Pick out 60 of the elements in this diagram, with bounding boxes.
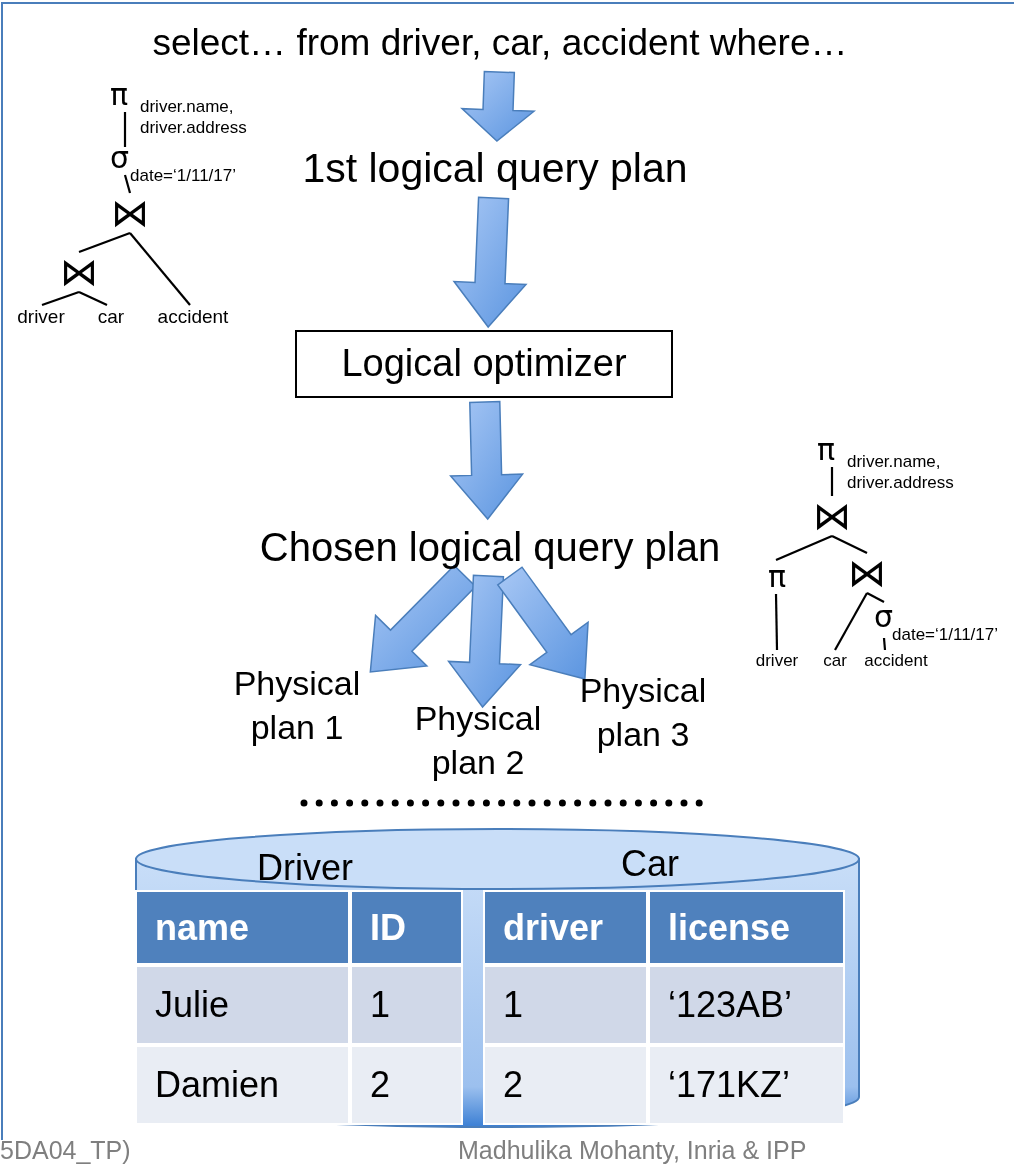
- relation-name: driver: [747, 650, 807, 672]
- tree-edge: [123, 112, 127, 147]
- table-header: name: [135, 890, 350, 965]
- process-box: Logical optimizer: [295, 330, 673, 398]
- join-operator: ⋈: [812, 496, 852, 536]
- join-operator: ⋈: [59, 252, 99, 292]
- tree-edge: [882, 637, 887, 651]
- relation-name: car: [818, 650, 852, 672]
- physical-plan-text: Physical plan 1: [217, 658, 377, 752]
- flow-step-text: select… from driver, car, accident where…: [80, 18, 920, 68]
- operator-symbol: π: [817, 435, 836, 465]
- physical-plan-text: Physical plan 3: [563, 665, 723, 759]
- tree-edge: [834, 592, 868, 651]
- tree-edge: [866, 592, 885, 603]
- footer-text: 5DA04_TP): [0, 1135, 132, 1165]
- table-header: driver: [483, 890, 648, 965]
- physical-plan-text: Physical plan 2: [398, 693, 558, 787]
- operator-subscript: date=‘1/11/17’: [130, 165, 238, 187]
- tree-edge: [78, 231, 131, 254]
- tree-edge: [123, 174, 132, 194]
- join-operator: ⋈: [110, 193, 150, 233]
- operator-subscript: date=‘1/11/17’: [892, 624, 1000, 646]
- table-cell: ‘123AB’: [648, 965, 845, 1045]
- block-arrow: [447, 574, 523, 709]
- tree-edge: [774, 594, 779, 650]
- tree-edge: [831, 535, 868, 554]
- table-title: Driver: [256, 846, 354, 890]
- table-header: license: [648, 890, 845, 965]
- relation-name: accident: [856, 650, 936, 672]
- table-cell: Julie: [135, 965, 350, 1045]
- relation-name: accident: [150, 305, 236, 329]
- join-operator: ⋈: [847, 553, 887, 593]
- table-cell: 1: [350, 965, 463, 1045]
- block-arrow: [449, 400, 525, 521]
- tree-edge: [830, 467, 834, 496]
- relation-name: driver: [10, 305, 72, 329]
- operator-symbol: π: [110, 80, 129, 110]
- table-title: Car: [620, 842, 680, 886]
- flow-step-text: 1st logical query plan: [280, 144, 710, 194]
- block-arrow: [460, 70, 537, 142]
- join-operator: π: [764, 560, 790, 594]
- flow-step-text: Chosen logical query plan: [230, 522, 750, 572]
- table-header: ID: [350, 890, 463, 965]
- tree-edge: [41, 290, 80, 307]
- table-cell: 1: [483, 965, 648, 1045]
- table-cell: 2: [350, 1045, 463, 1125]
- tree-edge: [775, 535, 833, 561]
- block-arrow: [452, 196, 528, 329]
- operator-symbol: σ: [110, 143, 129, 173]
- table-cell: Damien: [135, 1045, 350, 1125]
- table-cell: 2: [483, 1045, 648, 1125]
- tree-edge: [78, 291, 108, 306]
- footer-text: Madhulika Mohanty, Inria & IPP: [458, 1135, 808, 1165]
- tree-edge: [129, 232, 191, 306]
- block-arrow: [496, 566, 589, 680]
- table-cell: ‘171KZ’: [648, 1045, 845, 1125]
- relation-name: car: [93, 305, 129, 329]
- operator-subscript: driver.name, driver.address: [847, 451, 955, 494]
- operator-symbol: σ: [874, 602, 893, 632]
- operator-subscript: driver.name, driver.address: [140, 96, 248, 139]
